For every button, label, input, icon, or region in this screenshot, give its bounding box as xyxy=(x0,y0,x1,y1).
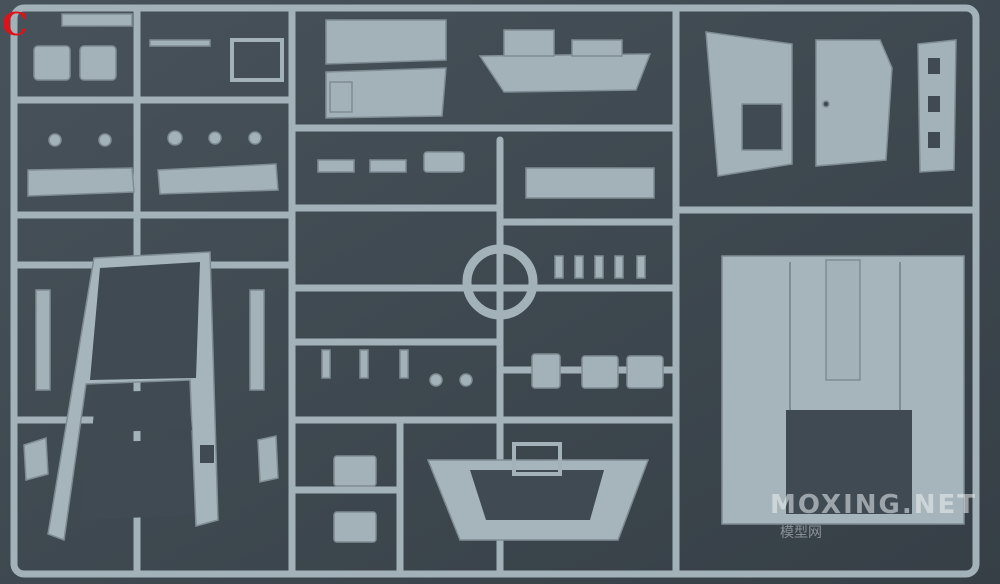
watermark-text: MOXING.NET xyxy=(770,490,978,520)
plastic-parts xyxy=(23,13,965,543)
sprue-letter: C xyxy=(2,5,28,43)
watermark-subtext: 模型网 xyxy=(780,525,822,541)
